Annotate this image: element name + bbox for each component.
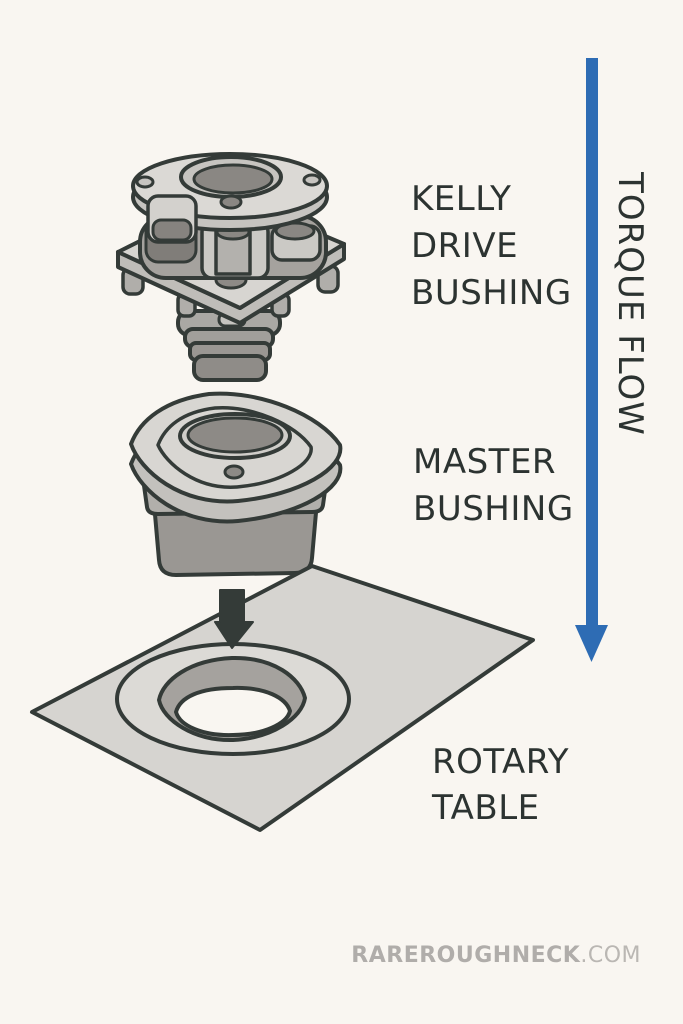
torque-flow-arrow-icon (575, 58, 608, 662)
master-bore (186, 416, 284, 454)
watermark-brand: RAREROUGHNECK (351, 943, 581, 968)
watermark: RAREROUGHNECK.COM (351, 943, 641, 968)
kelly-label-line1: KELLY (411, 179, 512, 219)
kelly-label-line3: BUSHING (411, 273, 572, 313)
rotary-table-illustration (30, 564, 535, 832)
kelly-top-flange (131, 152, 329, 244)
rotary-center-hole (174, 685, 292, 738)
master-front-hole (223, 464, 245, 480)
rotary-label-line1: ROTARY (432, 742, 569, 782)
master-bushing-label: MASTER BUSHING (413, 439, 574, 533)
master-label-line1: MASTER (413, 442, 557, 482)
torque-flow-label: TORQUE FLOW (610, 172, 650, 436)
watermark-suffix: .COM (580, 943, 641, 968)
master-label-line2: BUSHING (413, 489, 574, 529)
master-bushing-illustration (129, 391, 343, 577)
rotary-table-label: ROTARY TABLE (432, 739, 569, 831)
rotary-label-line2: TABLE (432, 788, 540, 828)
down-arrow-icon (214, 589, 254, 649)
kelly-stem (176, 309, 282, 382)
kelly-drive-bushing-label: KELLY DRIVE BUSHING (411, 176, 572, 317)
kelly-label-line2: DRIVE (411, 226, 519, 266)
kelly-drive-bushing-illustration (116, 152, 346, 382)
